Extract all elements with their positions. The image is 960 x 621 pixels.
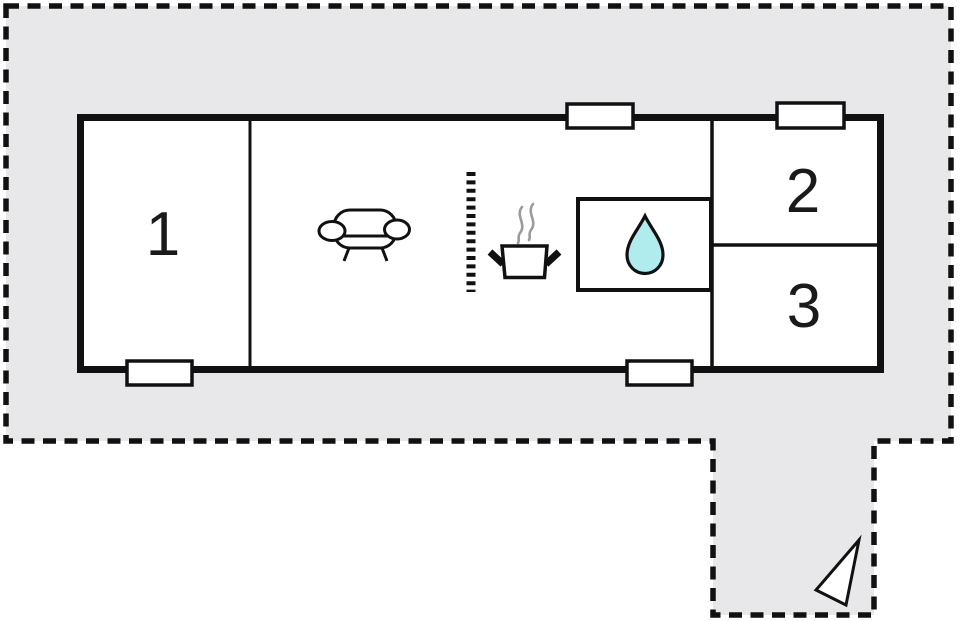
window-bottom-middle (625, 359, 694, 387)
north-arrow-icon (813, 534, 862, 608)
pot-body (500, 244, 549, 280)
steaming-pot-icon (487, 202, 562, 280)
steam-line-right (527, 202, 535, 242)
room-2-label: 2 (785, 157, 821, 226)
room-3-label: 3 (786, 272, 822, 341)
pot-handle-left (487, 249, 506, 267)
steam-line-left (516, 205, 524, 245)
room-1-label: 1 (145, 200, 181, 269)
window-top-left (565, 102, 635, 130)
pot-handle-right (543, 249, 562, 267)
water-drop-icon (625, 212, 665, 276)
window-top-right (775, 101, 846, 130)
window-bottom-left (125, 359, 194, 387)
sofa-icon (317, 208, 411, 262)
